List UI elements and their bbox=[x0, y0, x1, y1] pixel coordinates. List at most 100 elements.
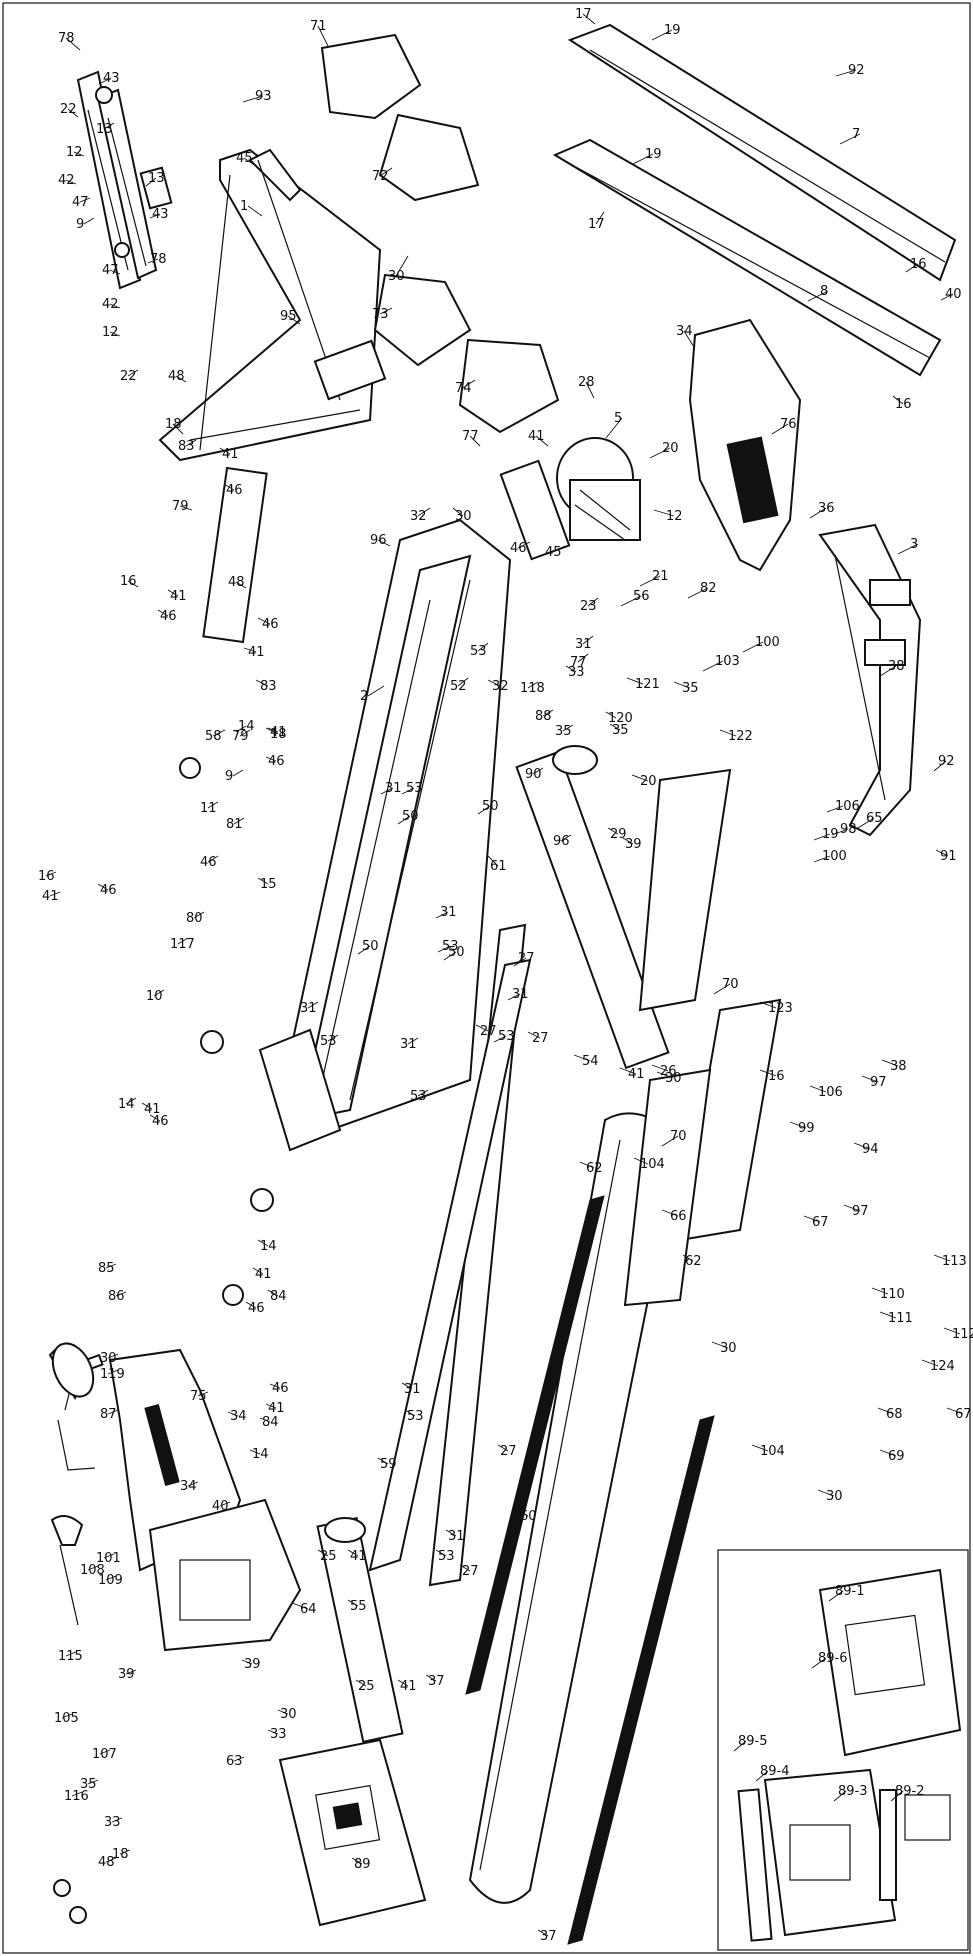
leader-line bbox=[99, 1749, 111, 1755]
leader-line bbox=[475, 1024, 489, 1032]
leader-line bbox=[157, 609, 169, 617]
callout-label: 84 bbox=[270, 1289, 287, 1304]
leader-line bbox=[742, 641, 764, 653]
leader-line bbox=[212, 729, 226, 737]
leader-line bbox=[535, 435, 549, 447]
callout-label: 17 bbox=[575, 7, 592, 22]
leader-line bbox=[582, 635, 594, 645]
callout-label: 45 bbox=[545, 545, 562, 560]
leader-line bbox=[661, 1209, 679, 1217]
leader-line bbox=[107, 1369, 119, 1375]
leader-line bbox=[711, 1341, 729, 1349]
callout-label: 20 bbox=[640, 774, 657, 789]
leader-line bbox=[404, 1409, 416, 1417]
callout-label: 53 bbox=[498, 1029, 515, 1044]
leader-line bbox=[517, 541, 531, 549]
callout-label: 42 bbox=[58, 173, 75, 188]
callout-label: 46 bbox=[248, 1301, 265, 1316]
callout-label: 41 bbox=[400, 1679, 417, 1694]
handlebar-rails bbox=[76, 70, 173, 290]
callout-label: 94 bbox=[862, 1142, 879, 1157]
callout-label: 17 bbox=[588, 217, 605, 232]
leader-line bbox=[513, 957, 527, 967]
leader-line bbox=[397, 1679, 409, 1687]
leader-line bbox=[552, 545, 566, 553]
leader-line bbox=[477, 805, 491, 815]
leader-line bbox=[277, 1709, 289, 1715]
leader-line bbox=[397, 815, 411, 825]
leader-line bbox=[145, 177, 157, 187]
leader-line bbox=[817, 1489, 835, 1497]
leader-line bbox=[239, 729, 251, 737]
leader-line bbox=[257, 617, 271, 625]
callout-label: 121 bbox=[635, 677, 660, 692]
callout-label: 115 bbox=[58, 1649, 83, 1664]
callout-label: 89-1 bbox=[835, 1584, 865, 1599]
leader-line bbox=[307, 1001, 319, 1009]
leader-line bbox=[879, 1311, 897, 1319]
callout-label: 18 bbox=[112, 1847, 129, 1862]
leader-line bbox=[879, 665, 897, 677]
leader-line bbox=[935, 849, 949, 857]
callout-label: 38 bbox=[888, 659, 905, 674]
callout-label: 48 bbox=[98, 1855, 115, 1870]
leader-line bbox=[607, 827, 619, 835]
leader-line bbox=[45, 871, 57, 877]
callout-label: 41 bbox=[170, 589, 187, 604]
callout-label: 80 bbox=[186, 911, 203, 926]
callout-label: 41 bbox=[270, 725, 287, 740]
callout-label: 39 bbox=[625, 837, 642, 852]
leader-line bbox=[351, 1857, 363, 1865]
callout-label: 53 bbox=[410, 1089, 427, 1104]
leader-line bbox=[417, 507, 431, 517]
callout-label: 10 bbox=[146, 989, 163, 1004]
leader-line bbox=[933, 1254, 951, 1262]
leader-line bbox=[257, 877, 269, 885]
callout-label: 9 bbox=[225, 769, 233, 784]
leader-line bbox=[497, 1444, 509, 1452]
callout-label: 79 bbox=[172, 499, 189, 514]
leader-line bbox=[355, 1679, 367, 1687]
leader-line bbox=[265, 727, 279, 735]
leader-line bbox=[379, 307, 393, 315]
callout-label: 5 bbox=[614, 411, 622, 426]
leader-line bbox=[751, 1444, 769, 1452]
callout-label: 1 bbox=[240, 199, 248, 214]
leader-line bbox=[87, 1565, 99, 1571]
leader-line bbox=[713, 983, 731, 995]
callout-label: 31 bbox=[385, 781, 402, 796]
callout-label: 71 bbox=[310, 19, 327, 34]
leader-line bbox=[542, 709, 554, 717]
callout-label: 77 bbox=[570, 655, 587, 670]
callout-label: 30 bbox=[665, 1071, 682, 1086]
leader-line bbox=[921, 1359, 939, 1367]
callout-label: 33 bbox=[568, 665, 585, 680]
callout-label: 89 bbox=[354, 1857, 371, 1872]
leader-line bbox=[452, 507, 464, 517]
callout-label: 96 bbox=[553, 834, 570, 849]
leader-line bbox=[105, 1857, 117, 1863]
leader-line bbox=[532, 767, 544, 775]
leader-line bbox=[179, 505, 193, 511]
callout-label: 75 bbox=[190, 1389, 207, 1404]
callout-label: 53 bbox=[442, 939, 459, 954]
leader-line bbox=[609, 723, 621, 731]
callout-label: 90 bbox=[525, 767, 542, 782]
leader-line bbox=[207, 855, 219, 863]
leader-line bbox=[87, 1779, 99, 1785]
callout-label: 31 bbox=[440, 905, 457, 920]
leader-line bbox=[105, 1575, 117, 1581]
leader-line bbox=[857, 817, 875, 829]
callout-label: 37 bbox=[540, 1929, 557, 1944]
leader-line bbox=[97, 883, 109, 891]
leader-line bbox=[803, 1215, 821, 1223]
callout-label: 98 bbox=[840, 822, 857, 837]
leader-line bbox=[656, 1071, 674, 1079]
callout-label: 79 bbox=[232, 729, 249, 744]
callout-label: 31 bbox=[448, 1529, 465, 1544]
callout-label: 59 bbox=[380, 1457, 397, 1472]
side-covers bbox=[623, 768, 782, 1307]
callout-label: 106 bbox=[818, 1085, 843, 1100]
